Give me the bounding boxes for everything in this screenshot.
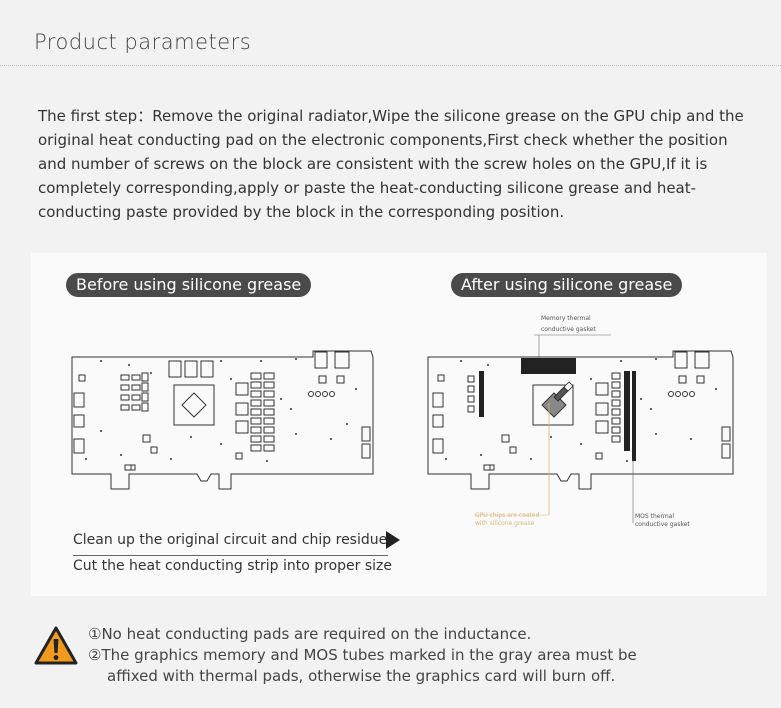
gpu-coated-label-line2: with silicone grease [475, 520, 535, 527]
instruction-figure-panel: Before using silicone grease After using… [31, 253, 767, 596]
warning-line-1: ①No heat conducting pads are required on… [88, 625, 532, 643]
mos-gasket-label-line1: MOS thermal [635, 513, 675, 520]
mos-gasket-label-line2: conductive gasket [635, 521, 690, 528]
page-title: Product parameters [34, 30, 252, 54]
title-divider [0, 65, 781, 66]
step-clean-text: Clean up the original circuit and chip r… [73, 532, 388, 548]
gpu-board-before-diagram [71, 350, 374, 490]
memory-gasket-label-line1: Memory thermal [541, 315, 591, 322]
play-arrow-icon [386, 531, 400, 549]
warning-line-2: ②The graphics memory and MOS tubes marke… [88, 646, 637, 664]
before-label: Before using silicone grease [66, 273, 312, 297]
intro-paragraph: The first step：Remove the original radia… [38, 107, 744, 221]
warning-icon [34, 626, 78, 665]
gpu-board-after-diagram [427, 334, 734, 523]
warning-text: ①No heat conducting pads are required on… [88, 624, 637, 687]
warning-line-3: affixed with thermal pads, otherwise the… [107, 667, 616, 685]
memory-gasket-label-line2: conductive gasket [541, 326, 596, 333]
step-cut-text: Cut the heat conducting strip into prope… [73, 558, 392, 574]
after-label: After using silicone grease [451, 273, 683, 297]
step-divider [73, 555, 388, 556]
gpu-coated-label-line1: GPU chips are coated [475, 512, 540, 519]
